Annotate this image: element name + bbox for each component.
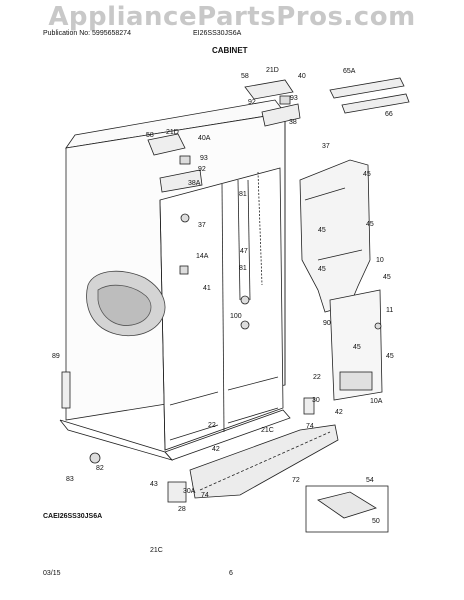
callout-label: 45 <box>318 227 326 234</box>
callout-label: 43 <box>150 481 158 488</box>
cabinet-body <box>59 99 291 461</box>
callout-label: 45 <box>353 344 361 351</box>
callout-label: 92 <box>248 99 256 106</box>
callout-label: 21D <box>166 129 179 136</box>
callout-label: 22 <box>208 422 216 429</box>
callout-label: 81 <box>239 265 247 272</box>
callout-label: 81 <box>239 191 247 198</box>
top-cover-panels <box>329 77 410 114</box>
watermark-text: AppliancePartsPros.com <box>48 2 416 32</box>
callout-label: 45 <box>363 171 371 178</box>
top-hinge-lower <box>147 133 203 193</box>
callout-label: 92 <box>198 166 206 173</box>
callout-label: 45 <box>366 221 374 228</box>
callout-label: 93 <box>290 95 298 102</box>
callout-label: 37 <box>198 222 206 229</box>
footer-page-number: 6 <box>229 570 233 577</box>
callout-label: 37 <box>322 143 330 150</box>
callout-label: 10A <box>370 398 383 405</box>
callout-label: 74 <box>306 423 314 430</box>
small-parts <box>61 213 382 503</box>
footer-date: 03/15 <box>43 570 61 577</box>
callout-label: 21D <box>266 67 279 74</box>
callout-label: 22 <box>313 374 321 381</box>
callout-label: 38A <box>188 180 201 187</box>
callout-label: 100 <box>230 313 242 320</box>
callout-label: 30 <box>312 397 320 404</box>
callout-label: 45 <box>383 274 391 281</box>
section-title: CABINET <box>212 46 248 55</box>
callout-label: 42 <box>335 409 343 416</box>
callout-label: 54 <box>366 477 374 484</box>
drain-pan-inset <box>305 485 389 533</box>
callout-label: 21C <box>261 427 274 434</box>
callout-label: 47 <box>240 248 248 255</box>
callout-labels: 58 21D 40 92 93 38 65A 66 58 21D 40A 93 92 38A 37 45 81 4… <box>52 67 394 554</box>
side-insulation-cutout <box>86 270 166 337</box>
callout-label: 82 <box>96 465 104 472</box>
toe-grille <box>189 424 339 499</box>
callout-label: 45 <box>386 353 394 360</box>
callout-label: 58 <box>146 132 154 139</box>
callout-label: 14A <box>196 253 209 260</box>
callout-label: 21C <box>150 547 163 554</box>
callout-label: 89 <box>52 353 60 360</box>
callout-label: 28 <box>178 506 186 513</box>
callout-label: 72 <box>292 477 300 484</box>
callout-label: 90 <box>323 320 331 327</box>
callout-label: 83 <box>66 476 74 483</box>
callout-label: 11 <box>386 307 393 314</box>
callout-label: 40A <box>198 135 211 142</box>
top-hinge-upper <box>244 79 301 127</box>
callout-label: 50 <box>372 518 380 525</box>
callout-label: 38 <box>289 119 297 126</box>
callout-label: 40 <box>298 73 306 80</box>
publication-number: Publication No: 5995658274 <box>43 30 131 37</box>
model-number: EI26SS30JS6A <box>193 30 242 37</box>
callout-label: 30A <box>183 488 196 495</box>
callout-label: 42 <box>212 446 220 453</box>
callout-label: 10 <box>376 257 384 264</box>
callout-label: 74 <box>201 492 209 499</box>
callout-label: 58 <box>241 73 249 80</box>
callout-label: 66 <box>385 111 393 118</box>
rear-access-panel <box>329 289 383 401</box>
mullion-strips <box>237 171 263 301</box>
callout-label: 41 <box>203 285 211 292</box>
diagram-id: CAEI26SS30JS6A <box>43 513 103 520</box>
callout-label: 93 <box>200 155 208 162</box>
callout-label: 65A <box>343 68 356 75</box>
callout-label: 45 <box>318 266 326 273</box>
evaporator-cover <box>299 159 371 313</box>
